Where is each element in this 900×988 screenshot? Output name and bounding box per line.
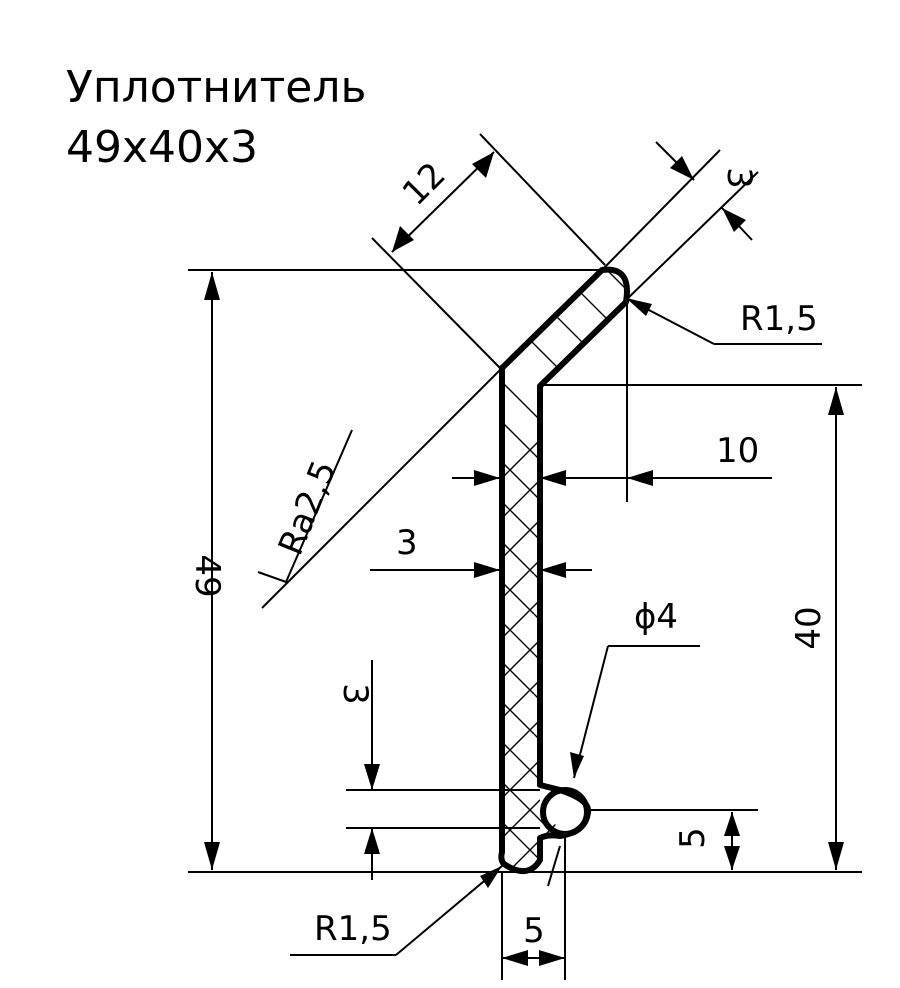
dim-r15-top-label: R1,5: [740, 299, 818, 339]
dim-5-bottom-label: 5: [523, 911, 545, 951]
dim-5-right-label: 5: [673, 827, 713, 849]
dim-10-label: 10: [716, 431, 759, 471]
dim-3-top-label: 3: [719, 167, 759, 189]
dim-40-label: 40: [789, 606, 829, 649]
extension-lines: [188, 133, 862, 980]
drawing-title-line1: Уплотнитель: [66, 62, 366, 113]
dim-12-label: 12: [395, 155, 454, 214]
dimension-lines: [204, 141, 844, 966]
dim-3-label: 3: [396, 523, 418, 563]
drawing-title-line2: 49x40x3: [66, 122, 258, 173]
dim-phi4-label: ϕ4: [634, 597, 678, 637]
roughness-label: Ra2,5: [271, 455, 345, 561]
dim-r15-bottom-label: R1,5: [314, 909, 392, 949]
dim-gap-3-label: 3: [335, 683, 375, 705]
seal-bulb: [540, 787, 590, 837]
dim-49-label: 49: [187, 554, 227, 597]
